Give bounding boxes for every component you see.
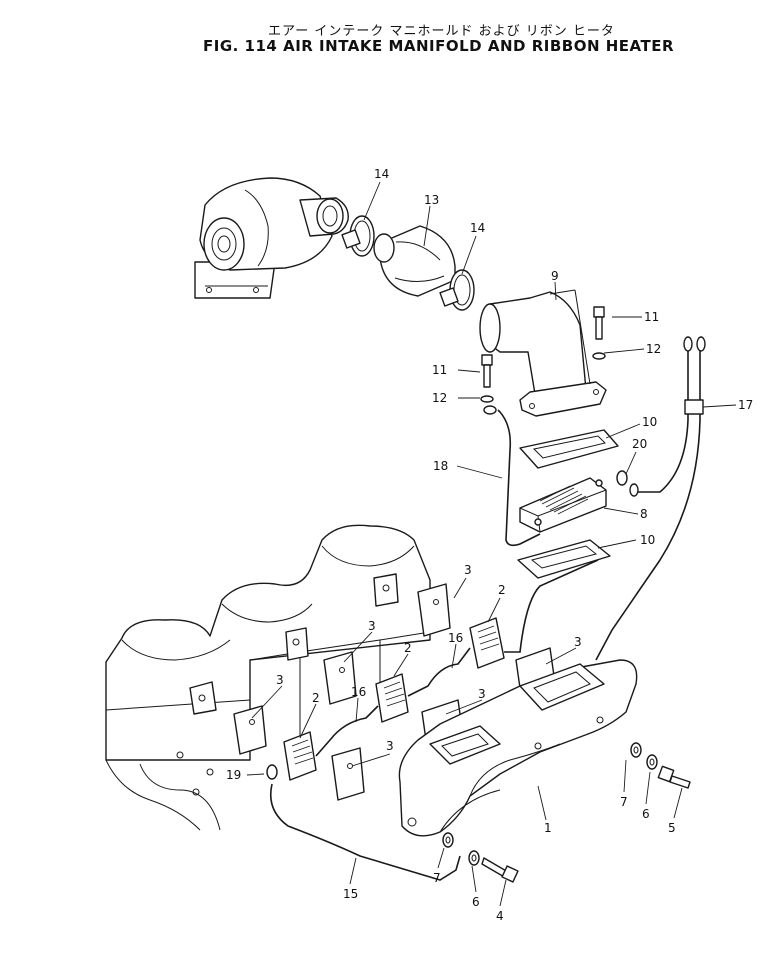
engine-cylinder-head xyxy=(105,524,431,831)
callout-12: 12 xyxy=(646,342,661,356)
callout-5: 5 xyxy=(668,821,676,835)
intake-manifold xyxy=(398,659,638,837)
callout-3: 3 xyxy=(386,739,394,753)
callout-11: 11 xyxy=(644,310,659,324)
callout-9: 9 xyxy=(551,269,559,283)
washer-7-right xyxy=(630,742,642,758)
callout-2: 2 xyxy=(312,691,320,705)
terminal-20 xyxy=(616,470,639,497)
cover-gasket-set xyxy=(233,583,555,801)
callout-3: 3 xyxy=(478,687,486,701)
washer-6-lower xyxy=(468,850,480,866)
callout-1: 1 xyxy=(544,821,552,835)
heater-box xyxy=(519,477,607,533)
callout-14: 14 xyxy=(470,221,485,235)
callout-16: 16 xyxy=(448,631,463,645)
bolt-5 xyxy=(657,765,691,789)
wire-16-set xyxy=(315,559,599,757)
wire-18 xyxy=(483,405,541,547)
callout-12: 12 xyxy=(432,391,447,405)
callout-3: 3 xyxy=(574,635,582,649)
callout-20: 20 xyxy=(632,437,647,451)
callout-10: 10 xyxy=(642,415,657,429)
callout-7: 7 xyxy=(433,871,441,885)
callout-8: 8 xyxy=(640,507,648,521)
callout-2: 2 xyxy=(404,641,412,655)
heater-plug-set xyxy=(283,617,505,781)
turbocharger xyxy=(194,177,349,299)
wire-15 xyxy=(266,764,461,881)
callout-6: 6 xyxy=(472,895,480,909)
callout-labels: 14 13 14 9 11 12 11 12 10 17 18 20 8 10 … xyxy=(226,167,753,923)
callout-10: 10 xyxy=(640,533,655,547)
gasket-upper xyxy=(519,429,619,469)
intake-elbow xyxy=(479,289,607,417)
callout-4: 4 xyxy=(496,909,504,923)
callout-17: 17 xyxy=(738,398,753,412)
leader-lines xyxy=(246,181,737,907)
callout-2: 2 xyxy=(498,583,506,597)
callout-7: 7 xyxy=(620,795,628,809)
callout-3: 3 xyxy=(464,563,472,577)
hose xyxy=(373,225,456,297)
washer-6-right xyxy=(646,754,658,770)
callout-19: 19 xyxy=(226,768,241,782)
callout-6: 6 xyxy=(642,807,650,821)
washer-7-lower xyxy=(442,832,454,848)
callout-11: 11 xyxy=(432,363,447,377)
bolt-11-left xyxy=(480,354,494,403)
hose-clamp-upper xyxy=(341,215,375,257)
callout-18: 18 xyxy=(433,459,448,473)
callout-3: 3 xyxy=(276,673,284,687)
callout-13: 13 xyxy=(424,193,439,207)
figure-title-english: FIG. 114 AIR INTAKE MANIFOLD AND RIBBON … xyxy=(203,37,674,55)
figure-title-japanese: エアー インテーク マニホールド および リボン ヒータ xyxy=(268,24,615,39)
bolt-4 xyxy=(481,857,519,883)
callout-15: 15 xyxy=(343,887,358,901)
wire-harness-17 xyxy=(595,336,706,661)
callout-14: 14 xyxy=(374,167,389,181)
hose-clamp-lower xyxy=(439,269,475,311)
bolt-11-right xyxy=(592,306,606,360)
callout-3: 3 xyxy=(368,619,376,633)
callout-16: 16 xyxy=(351,685,366,699)
gasket-lower xyxy=(517,539,611,579)
